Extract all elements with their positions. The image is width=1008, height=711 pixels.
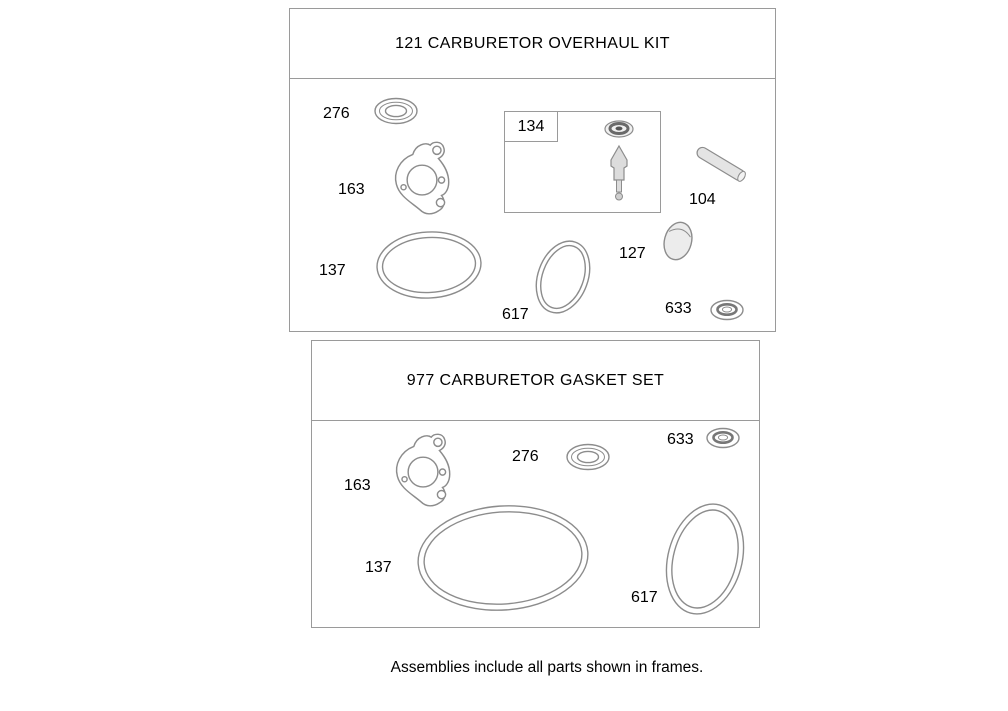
oring-617-drawing: [658, 499, 752, 619]
oring-617-drawing: [529, 236, 597, 318]
part-label-276: 276: [323, 105, 350, 122]
bushing-633-drawing: [707, 297, 747, 325]
washer-276-drawing: [373, 97, 419, 125]
oring-137-drawing: [415, 503, 591, 613]
part-label-617: 617: [631, 589, 658, 606]
overhaul-kit-body: 276 163 134: [290, 79, 775, 331]
disc-127-drawing: [659, 219, 697, 263]
part-label-104: 104: [689, 191, 716, 208]
gasket-163-drawing: [387, 431, 457, 509]
needle-valve-drawing: [591, 116, 647, 210]
part-label-633: 633: [665, 300, 692, 317]
oring-137-drawing: [374, 229, 484, 301]
part-label-163: 163: [338, 181, 365, 198]
gasket-163-drawing: [386, 139, 456, 217]
part-label-127: 127: [619, 245, 646, 262]
part-label-137: 137: [365, 559, 392, 576]
assemblies-note: Assemblies include all parts shown in fr…: [390, 659, 704, 676]
part-label-134: 134: [505, 112, 558, 142]
needle-valve-kit-box: 134: [504, 111, 661, 213]
washer-276-drawing: [565, 443, 611, 471]
gasket-set-body: 163 276 633 137 617: [312, 421, 759, 627]
part-label-137: 137: [319, 262, 346, 279]
gasket-set-frame: 977 CARBURETOR GASKET SET 163 276 633 13…: [311, 340, 760, 628]
pin-104-drawing: [689, 139, 753, 189]
part-label-276: 276: [512, 448, 539, 465]
part-label-163: 163: [344, 477, 371, 494]
overhaul-kit-title: 121 CARBURETOR OVERHAUL KIT: [290, 9, 775, 79]
bushing-633-drawing: [703, 425, 743, 453]
gasket-set-title: 977 CARBURETOR GASKET SET: [312, 341, 759, 421]
overhaul-kit-frame: 121 CARBURETOR OVERHAUL KIT 276 163 134: [289, 8, 776, 332]
part-label-617: 617: [502, 306, 529, 323]
part-label-633: 633: [667, 431, 694, 448]
